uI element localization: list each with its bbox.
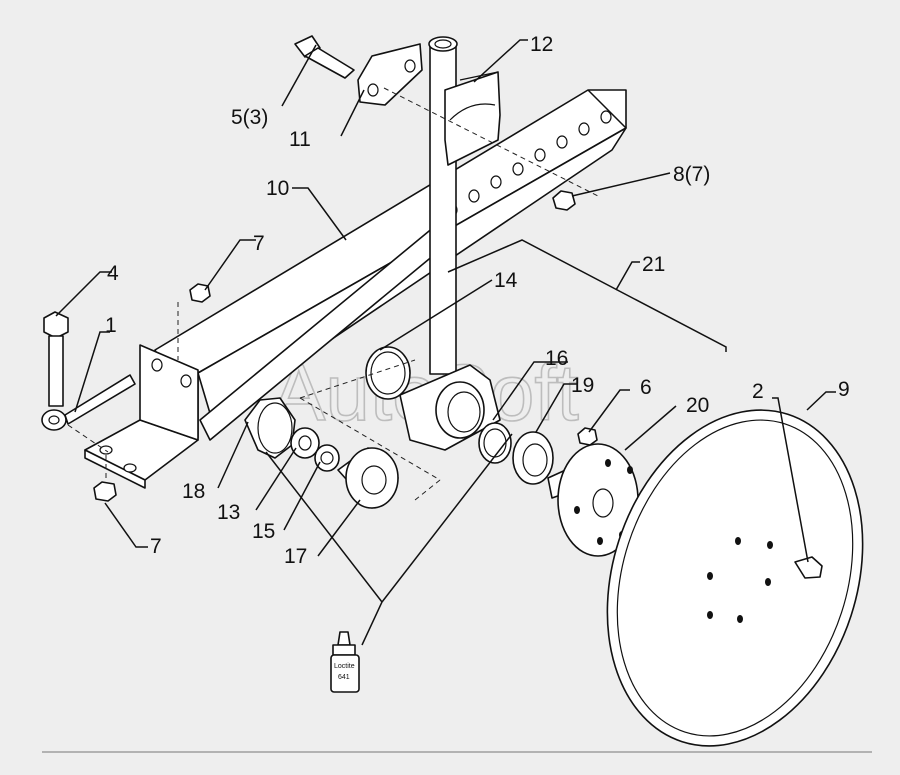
callout-16: 16 (545, 347, 568, 370)
snap-ring-16 (478, 422, 512, 464)
long-bolt-4 (43, 311, 69, 407)
bolt-5-3 (294, 35, 355, 79)
bolt-2 (794, 556, 823, 579)
callout-19: 19 (571, 374, 594, 397)
nut-8-7 (552, 190, 576, 211)
washer-15 (314, 444, 340, 472)
clamp-part-12 (444, 71, 501, 166)
leader-lines (55, 39, 836, 646)
callout-9: 9 (838, 378, 850, 401)
callout-18: 18 (182, 480, 205, 503)
callout-20: 20 (686, 394, 709, 417)
loctite-number: 641 (338, 674, 350, 681)
callout-7-upper: 7 (253, 232, 265, 255)
loctite-label: Loctite (334, 663, 355, 670)
callout-11: 11 (289, 128, 311, 151)
callout-7-lower: 7 (150, 535, 162, 558)
hub-20 (547, 443, 639, 557)
disc-9 (606, 409, 864, 747)
callout-15: 15 (252, 520, 275, 543)
callout-14: 14 (494, 269, 518, 292)
callout-6: 6 (640, 376, 652, 399)
cap-18 (244, 397, 296, 459)
nut-6 (577, 427, 598, 446)
callout-17: 17 (284, 545, 307, 568)
eye-bolt-1 (41, 374, 136, 431)
loctite-bottle: Loctite 641 (330, 631, 360, 693)
nut-7-lower (93, 481, 117, 502)
nut-7-upper (189, 283, 211, 303)
callout-21: 21 (642, 253, 665, 276)
callout-4: 4 (107, 262, 119, 285)
callout-12: 12 (530, 33, 553, 56)
assembly-guides (67, 87, 601, 501)
seal-19 (512, 431, 554, 485)
callout-2: 2 (752, 380, 764, 403)
bearing-17 (337, 447, 399, 509)
callout-1: 1 (105, 314, 117, 337)
callout-8-7: 8(7) (673, 163, 710, 186)
bracket-part-11 (357, 43, 423, 106)
ring-14 (365, 346, 411, 400)
callout-13: 13 (217, 501, 240, 524)
callout-10: 10 (266, 177, 289, 200)
nut-13 (290, 427, 320, 459)
mounting-bracket (84, 344, 199, 489)
callout-5-3: 5(3) (231, 106, 268, 129)
bearing-housing (399, 364, 501, 451)
